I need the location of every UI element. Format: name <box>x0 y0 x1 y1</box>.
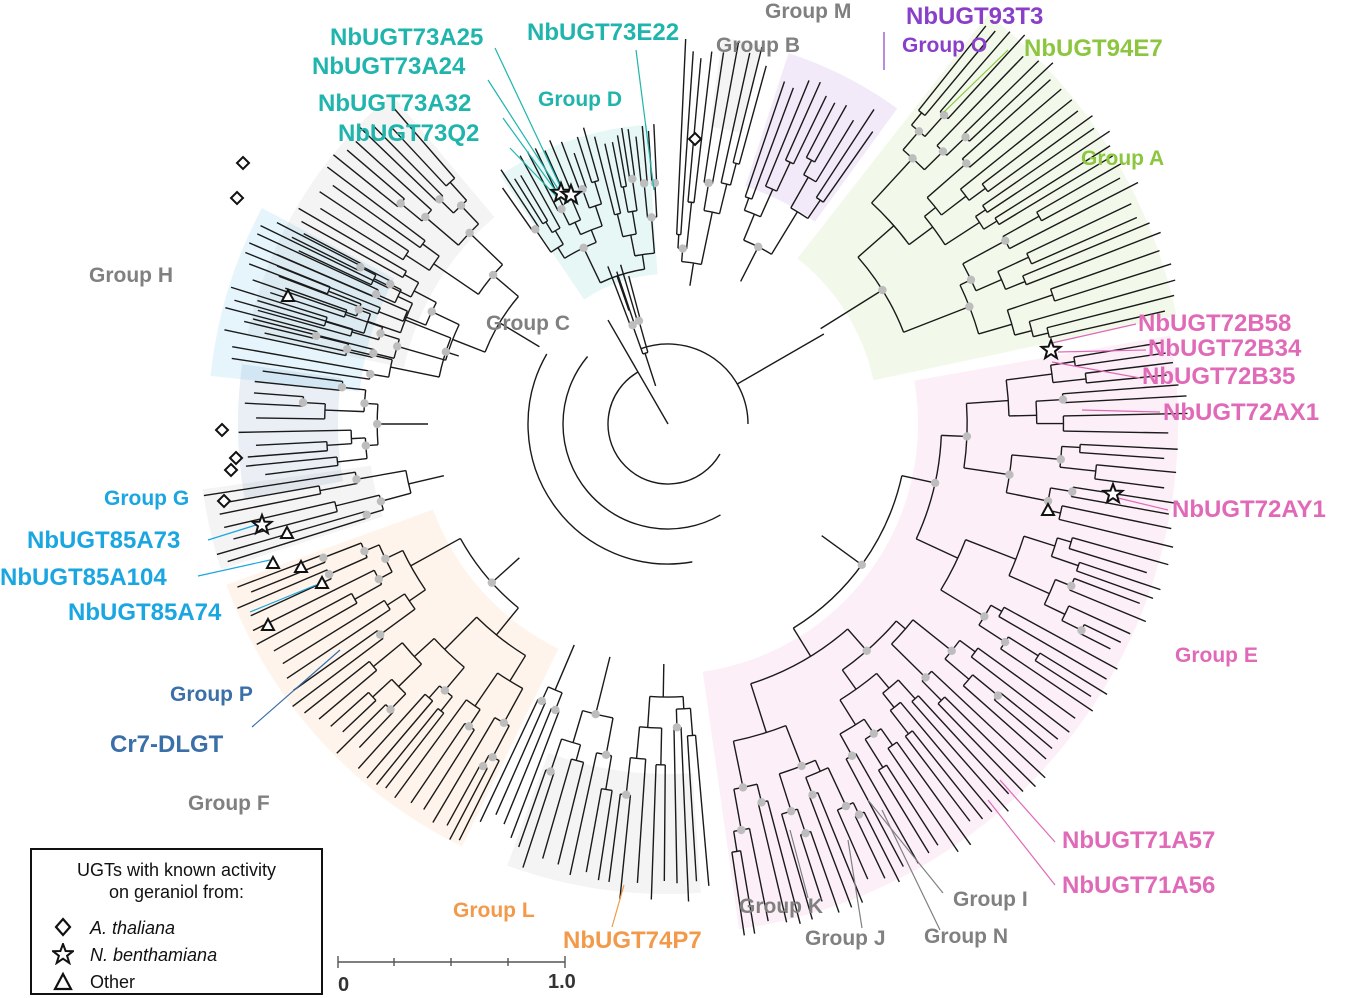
shade-group-f <box>202 465 383 570</box>
label-group-l: Group L <box>453 899 535 922</box>
shade-group-d <box>500 124 658 300</box>
support-nodes <box>298 110 1086 838</box>
label-nbugt94e7: NbUGT94E7 <box>1024 35 1163 62</box>
label-nbugt72b34: NbUGT72B34 <box>1148 335 1302 362</box>
shade-group-b <box>709 37 763 133</box>
label-group-m: Group M <box>765 0 851 23</box>
shade-group-l <box>226 509 559 847</box>
label-group-d: Group D <box>538 88 622 111</box>
scale-max-label: 1.0 <box>548 971 576 993</box>
label-nbugt72ay1: NbUGT72AY1 <box>1172 496 1326 523</box>
label-nbugt72ax1: NbUGT72AX1 <box>1163 399 1319 426</box>
label-group-g: Group G <box>104 487 189 510</box>
label-cr7-dlgt: Cr7-DLGT <box>110 731 224 758</box>
legend-item-nbenthamiana-text: N. benthamiana <box>90 945 218 965</box>
legend-item-other: Other <box>90 972 136 992</box>
scale-min-label: 0 <box>338 974 350 996</box>
legend-item-nbenthamiana: N. benthamiana <box>90 945 217 966</box>
scale-bar <box>337 956 566 968</box>
label-nbugt73a32: NbUGT73A32 <box>318 90 471 117</box>
label-nbugt93t3: NbUGT93T3 <box>906 3 1043 30</box>
label-nbugt85a104: NbUGT85A104 <box>0 564 167 591</box>
label-group-p: Group P <box>170 683 253 706</box>
label-group-f: Group F <box>188 792 270 815</box>
label-nbugt74p7: NbUGT74P7 <box>563 927 702 954</box>
label-nbugt71a56: NbUGT71A56 <box>1062 872 1215 899</box>
label-group-n: Group N <box>924 925 1008 948</box>
diamond-icon <box>54 917 72 937</box>
label-group-o: Group O <box>902 34 987 57</box>
legend-title-line1: UGTs with known activity <box>76 860 277 880</box>
label-nbugt73a24: NbUGT73A24 <box>312 53 466 80</box>
activity-markers <box>214 131 1126 631</box>
shade-group-e <box>702 335 1178 930</box>
label-group-e: Group E <box>1175 644 1258 667</box>
label-group-h: Group H <box>89 264 173 287</box>
legend-item-athaliana: A. thaliana <box>90 918 175 939</box>
shade-group-a <box>797 14 1177 381</box>
label-group-k: Group K <box>739 895 823 918</box>
legend: UGTs with known activity on geraniol fro… <box>30 848 323 995</box>
label-group-c: Group C <box>486 312 570 335</box>
shade-group-o <box>745 53 898 222</box>
legend-title-line2: on geraniol from: <box>108 882 245 902</box>
label-group-b: Group B <box>716 34 800 57</box>
label-nbugt85a73: NbUGT85A73 <box>27 527 180 554</box>
label-nbugt73q2: NbUGT73Q2 <box>338 120 479 147</box>
label-group-j: Group J <box>805 927 886 950</box>
label-group-a: Group A <box>1081 147 1164 170</box>
leader-lines <box>197 32 1169 931</box>
triangle-icon <box>53 971 73 991</box>
label-nbugt72b35: NbUGT72B35 <box>1142 363 1295 390</box>
label-group-i: Group I <box>953 888 1028 911</box>
shade-group-n <box>507 752 701 894</box>
label-nbugt85a74: NbUGT85A74 <box>68 599 222 626</box>
label-nbugt73e22: NbUGT73E22 <box>527 19 679 46</box>
label-nbugt73a25: NbUGT73A25 <box>330 24 483 51</box>
label-nbugt72b58: NbUGT72B58 <box>1138 310 1291 337</box>
tree-branches <box>203 25 1188 936</box>
star-icon <box>52 943 74 965</box>
label-nbugt71a57: NbUGT71A57 <box>1062 827 1215 854</box>
clade-shading <box>202 14 1178 930</box>
legend-item-athaliana-text: A. thaliana <box>90 918 176 938</box>
